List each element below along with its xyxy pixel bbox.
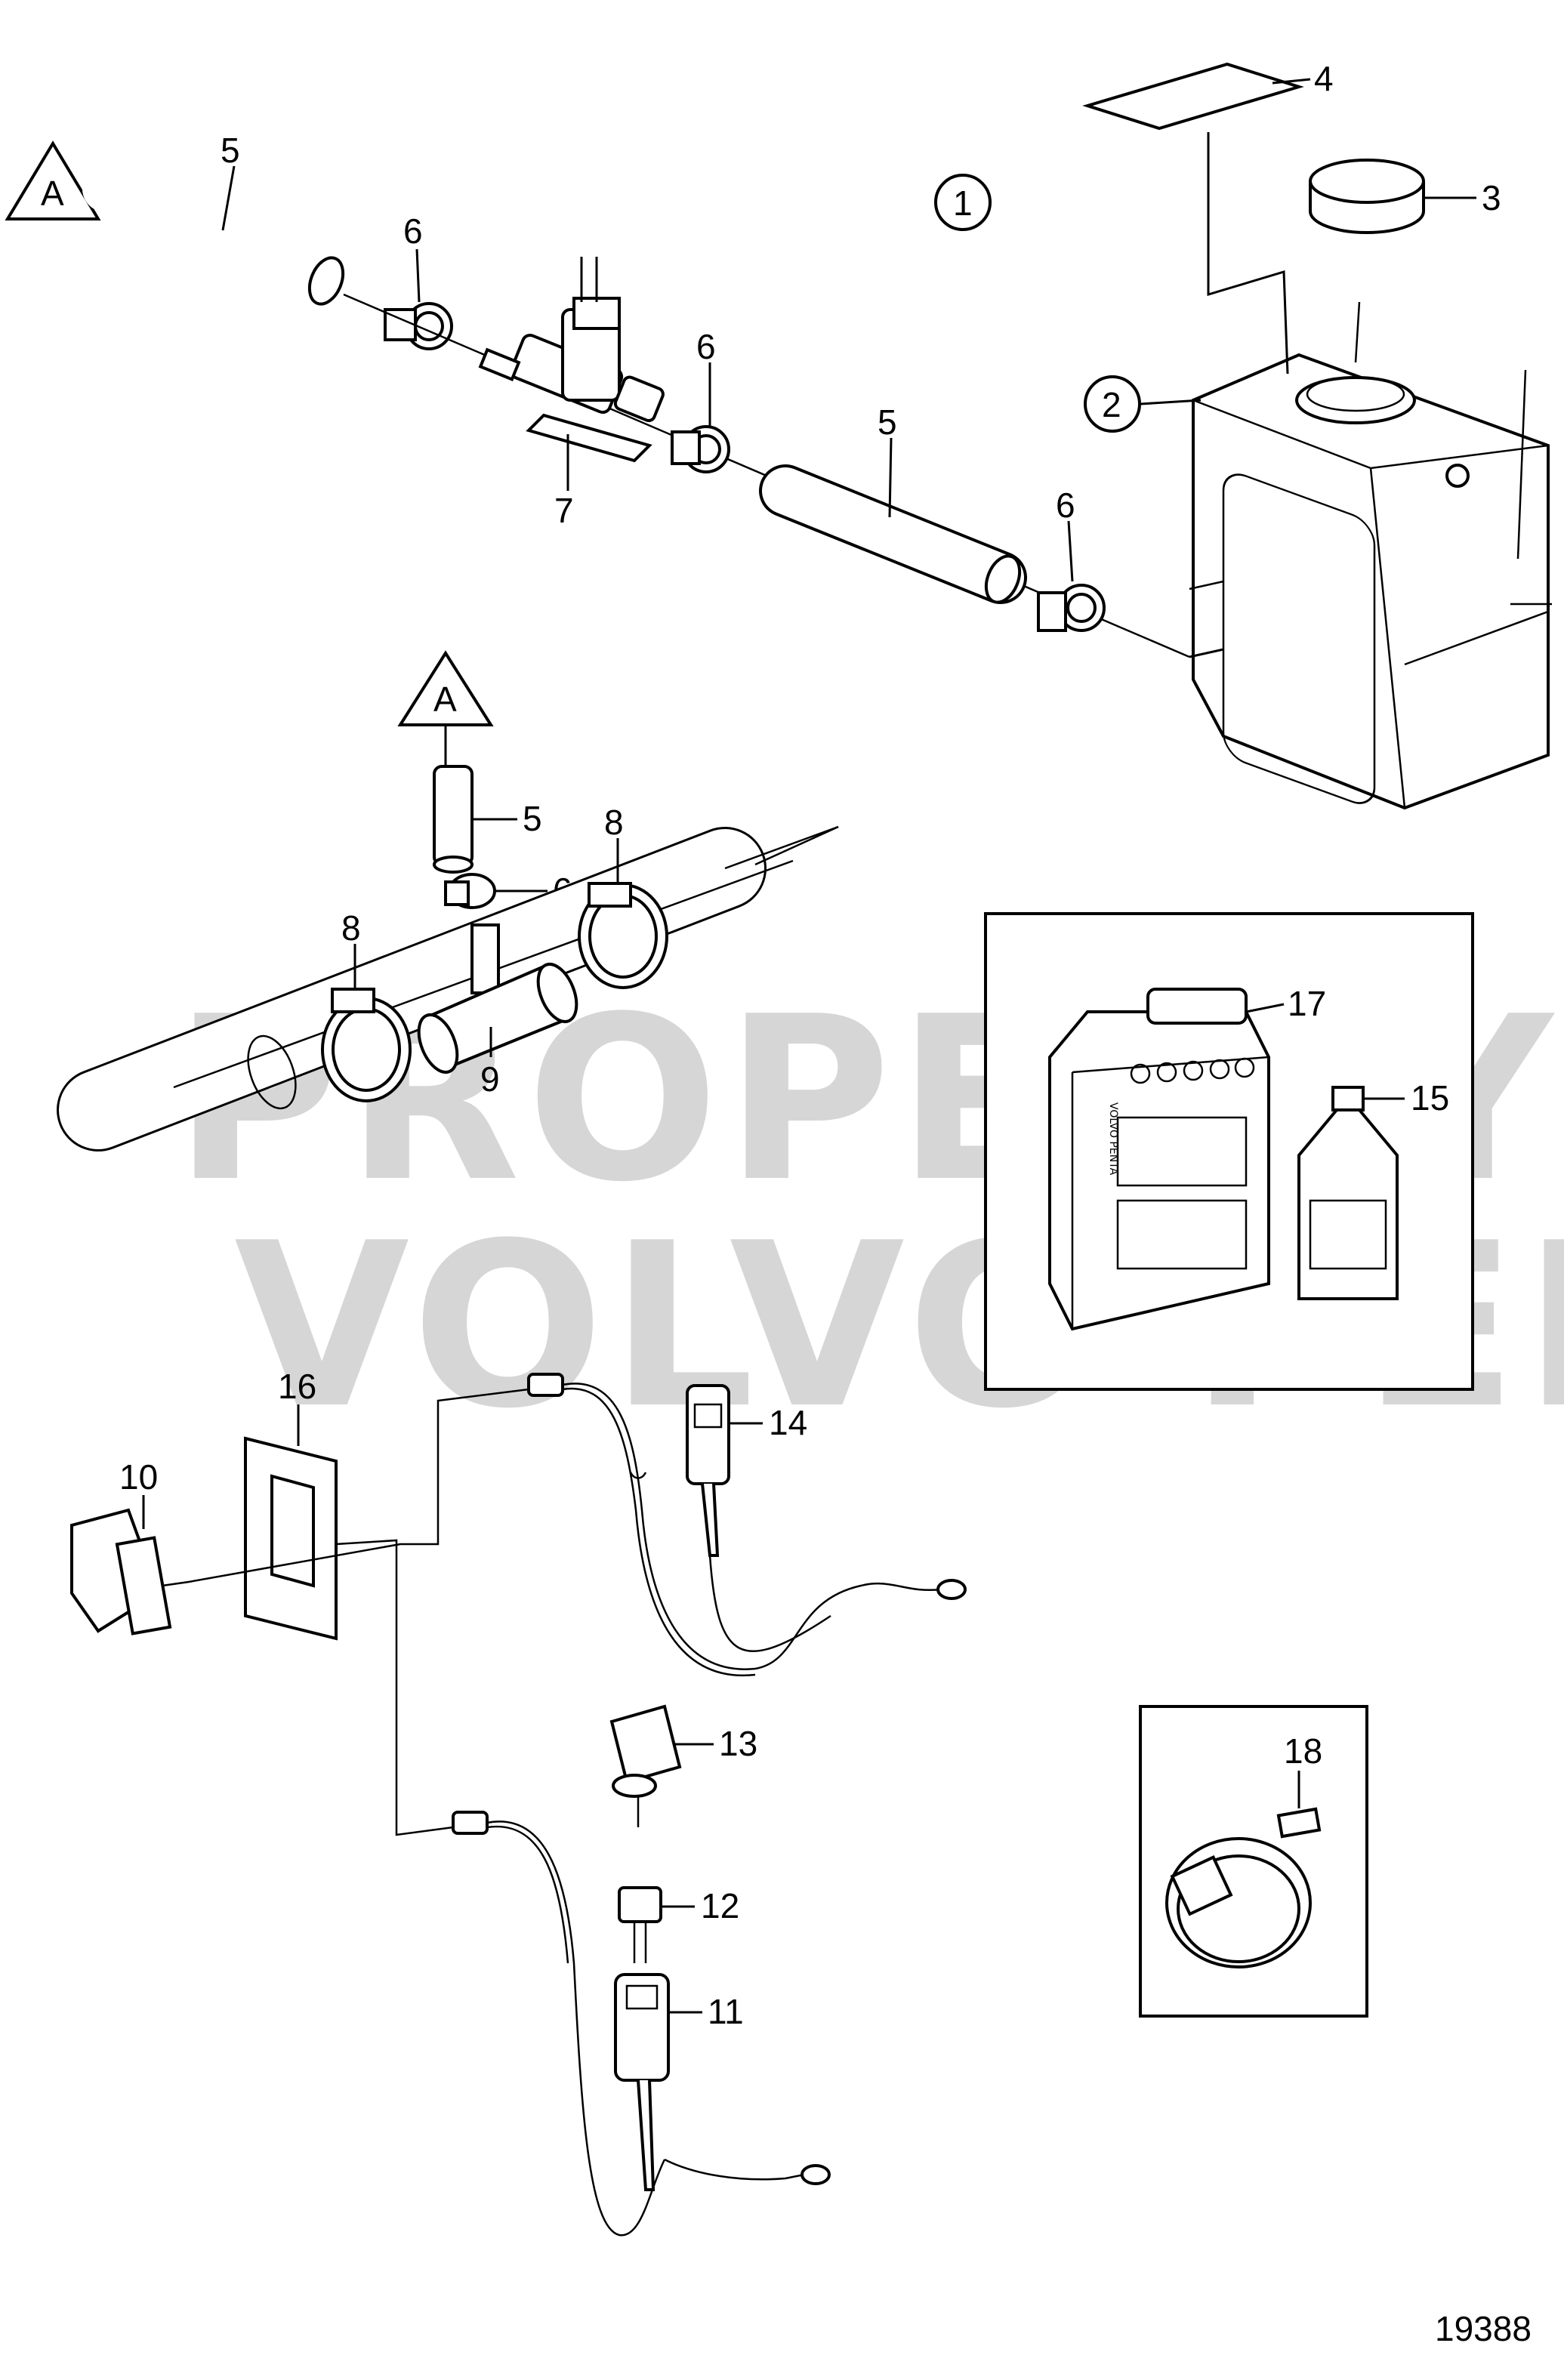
reference-label-a-top: A — [41, 174, 64, 213]
label-16: 16 — [278, 1367, 316, 1406]
circled-label-1: 1 — [953, 183, 973, 223]
hose-5-top — [82, 165, 348, 306]
clamp-6-fourth — [444, 873, 496, 909]
reference-label-a-middle: A — [433, 680, 457, 719]
hose-5-middle — [759, 464, 1027, 604]
clamp-6-second — [671, 425, 730, 473]
label-6-second: 6 — [696, 327, 716, 366]
reference-triangle-a-middle: A — [397, 650, 494, 726]
hose-clamp-8-right — [578, 882, 668, 989]
label-4: 4 — [1314, 59, 1334, 98]
label-17: 17 — [1288, 984, 1326, 1023]
washer-tank-2 — [1189, 301, 1552, 810]
rubber-boot-13 — [609, 1704, 682, 1827]
tank-cap-3 — [1309, 159, 1425, 234]
fluids-inset-box: VOLVO PENTA 17 15 — [984, 912, 1474, 1391]
hose-clamp-18 — [1165, 1807, 1322, 1968]
label-7: 7 — [554, 491, 574, 530]
hose-clamp-8-left — [321, 988, 412, 1102]
label-9: 9 — [480, 1059, 500, 1099]
label-6-first: 6 — [403, 211, 423, 251]
fuse-holder-11 — [614, 1973, 670, 2191]
label-6-third: 6 — [1056, 486, 1075, 525]
canister-brand-mark: VOLVO PENTA — [1107, 1102, 1119, 1176]
label-8-left: 8 — [341, 908, 361, 948]
t-piece-9 — [417, 923, 578, 1074]
fuse-12 — [618, 1886, 662, 1963]
circled-label-2: 2 — [1102, 385, 1121, 424]
fluid-canister-17: VOLVO PENTA — [1048, 988, 1270, 1331]
label-5-top: 5 — [221, 131, 240, 170]
reference-triangle-a-top: A — [5, 140, 101, 220]
label-15: 15 — [1411, 1078, 1449, 1118]
label-10: 10 — [119, 1457, 158, 1497]
clamp-inset-box: 18 — [1139, 1705, 1368, 2018]
label-12: 12 — [701, 1886, 739, 1925]
hose-5-vertical — [433, 765, 474, 874]
solenoid-valve-7 — [478, 257, 665, 463]
rocker-switch-10 — [70, 1508, 190, 1635]
label-5-middle: 5 — [878, 402, 897, 442]
label-5-vertical: 5 — [523, 799, 542, 838]
decal-4 — [1082, 62, 1304, 131]
label-8-right: 8 — [604, 803, 624, 842]
drawing-number: 19388 — [1435, 2309, 1532, 2348]
label-3: 3 — [1482, 178, 1501, 217]
label-14: 14 — [769, 1403, 807, 1442]
label-18: 18 — [1284, 1731, 1322, 1771]
label-13: 13 — [719, 1724, 757, 1763]
clamp-6-third — [1037, 584, 1106, 632]
switch-panel-16 — [244, 1436, 338, 1641]
circled-callout-1: 1 — [934, 174, 992, 231]
connector-14 — [686, 1384, 831, 1653]
circled-callout-2: 2 — [1084, 375, 1141, 433]
label-11: 11 — [708, 1992, 744, 2031]
